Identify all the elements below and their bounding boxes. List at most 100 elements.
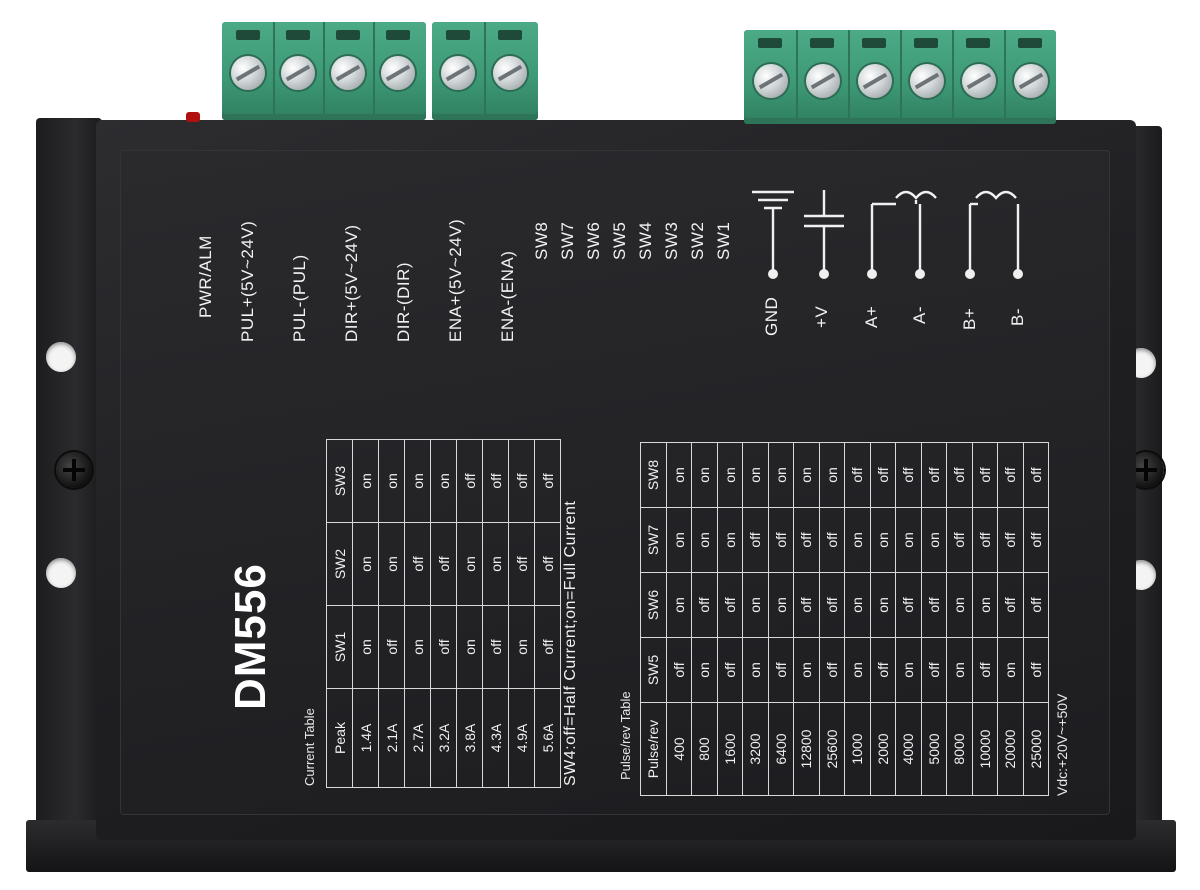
- table-cell: off: [870, 637, 896, 703]
- power-alarm-led: [186, 112, 200, 122]
- table-cell: off: [508, 439, 535, 523]
- table-cell: on: [742, 637, 768, 703]
- signal-label: DIR+(5V~24V): [342, 224, 361, 343]
- switch-label: SW5: [610, 221, 629, 260]
- table-cell: 5000: [921, 702, 947, 796]
- signal-label: DIR-(DIR): [394, 261, 413, 342]
- table-cell: on: [870, 572, 896, 638]
- table-cell: off: [717, 637, 743, 703]
- table-cell: on: [946, 572, 972, 638]
- table-cell: off: [997, 442, 1023, 508]
- terminal-screw-icon[interactable]: [231, 56, 265, 90]
- table-cell: off: [768, 507, 794, 573]
- table-cell: off: [921, 572, 947, 638]
- terminal-screw-icon[interactable]: [910, 64, 944, 98]
- table-cell: off: [819, 637, 845, 703]
- table-header-cell: SW5: [640, 637, 666, 703]
- table-cell: on: [819, 442, 845, 508]
- vdc-label: Vdc:+20V~+50V: [1054, 693, 1070, 796]
- table-cell: on: [666, 572, 692, 638]
- table-cell: off: [997, 572, 1023, 638]
- table-header-cell: SW8: [640, 442, 666, 508]
- terminal-screw-icon[interactable]: [754, 64, 788, 98]
- table-cell: 1.4A: [352, 688, 379, 788]
- table-header-cell: SW7: [640, 507, 666, 573]
- terminal-screw-icon[interactable]: [493, 56, 527, 90]
- table-cell: on: [921, 507, 947, 573]
- table-cell: 3.2A: [430, 688, 457, 788]
- power-label: B+: [960, 307, 979, 330]
- power-label: GND: [762, 296, 781, 336]
- table-cell: off: [430, 605, 457, 689]
- switch-label: SW6: [584, 221, 603, 260]
- table-cell: off: [1023, 507, 1049, 573]
- switch-label: SW4: [636, 221, 655, 260]
- table-cell: on: [972, 572, 998, 638]
- table-cell: 25000: [1023, 702, 1049, 796]
- table-cell: off: [946, 507, 972, 573]
- table-cell: on: [691, 507, 717, 573]
- terminal-screw-icon[interactable]: [858, 64, 892, 98]
- model-name: DM556: [226, 563, 275, 710]
- table-cell: off: [534, 522, 561, 606]
- table-cell: on: [742, 442, 768, 508]
- switch-label: SW3: [662, 221, 681, 260]
- table-cell: 2000: [870, 702, 896, 796]
- table-cell: off: [870, 442, 896, 508]
- table-cell: 25600: [819, 702, 845, 796]
- table-cell: 1600: [717, 702, 743, 796]
- terminal-screw-icon[interactable]: [331, 56, 365, 90]
- terminal-screw-icon[interactable]: [381, 56, 415, 90]
- enable-terminal-block[interactable]: [432, 22, 538, 120]
- table-cell: on: [430, 439, 457, 523]
- table-header-cell: SW2: [326, 522, 353, 606]
- table-cell: on: [946, 637, 972, 703]
- table-cell: on: [742, 572, 768, 638]
- table-cell: off: [972, 507, 998, 573]
- mounting-hole: [46, 342, 76, 372]
- table-header-cell: SW3: [326, 439, 353, 523]
- table-cell: 2.7A: [404, 688, 431, 788]
- table-cell: off: [997, 507, 1023, 573]
- table-cell: off: [819, 507, 845, 573]
- table-cell: on: [352, 439, 379, 523]
- table-cell: on: [404, 439, 431, 523]
- wiring-symbols: [752, 190, 1023, 279]
- table-cell: off: [1023, 442, 1049, 508]
- terminal-screw-icon[interactable]: [1014, 64, 1048, 98]
- table-cell: on: [895, 637, 921, 703]
- table-cell: on: [768, 442, 794, 508]
- table-cell: on: [844, 637, 870, 703]
- table-cell: on: [456, 605, 483, 689]
- power-label: B-: [1008, 308, 1027, 326]
- table-cell: on: [997, 637, 1023, 703]
- signal-terminal-block[interactable]: [222, 22, 426, 120]
- terminal-screw-icon[interactable]: [441, 56, 475, 90]
- table-cell: off: [1023, 572, 1049, 638]
- terminal-screw-icon[interactable]: [281, 56, 315, 90]
- terminal-screw-icon[interactable]: [806, 64, 840, 98]
- table-header-cell: SW6: [640, 572, 666, 638]
- switch-label: SW2: [688, 221, 707, 260]
- power-motor-terminal-block[interactable]: [744, 30, 1056, 124]
- table-cell: on: [717, 442, 743, 508]
- mounting-screw-icon: [56, 452, 92, 488]
- terminal-screw-icon[interactable]: [962, 64, 996, 98]
- switch-label: SW7: [558, 221, 577, 260]
- table-header-cell: SW1: [326, 605, 353, 689]
- table-cell: on: [793, 442, 819, 508]
- mounting-hole: [46, 558, 76, 588]
- table-header-cell: Pulse/rev: [640, 702, 666, 796]
